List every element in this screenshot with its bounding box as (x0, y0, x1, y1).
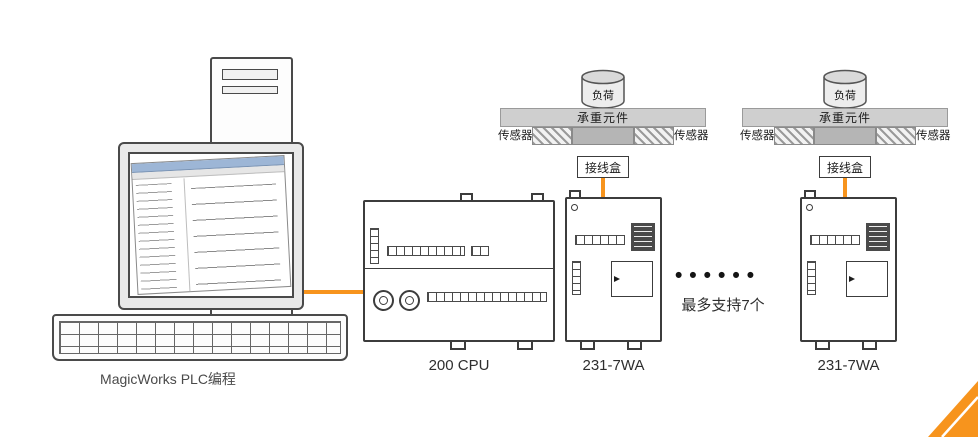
cpu-mount-tab-top (460, 193, 473, 202)
module-din-clip (862, 340, 877, 350)
module-terminal-strip (575, 235, 625, 245)
module-caption: 231-7WA (582, 357, 645, 374)
module-caption: 231-7WA (817, 357, 880, 374)
load-label: 负荷 (834, 88, 856, 102)
junction-to-module-cable (601, 178, 605, 200)
plc-software-window (130, 155, 292, 295)
cpu-200-module (363, 193, 555, 350)
sensor-hatch-left (532, 127, 572, 145)
module-din-clip (815, 340, 830, 350)
sensor-right-label: 传感器 (674, 130, 709, 142)
module-label-plate (866, 223, 890, 251)
sensor-right-label: 传感器 (916, 130, 951, 142)
window-body (132, 173, 291, 294)
module-din-clip (627, 340, 642, 350)
load-cell-block (572, 127, 634, 145)
load-cell-block (814, 127, 876, 145)
expansion-dots: •••••• (674, 264, 762, 287)
cpu-din-clip (517, 340, 533, 350)
module-mount-hole (571, 204, 578, 211)
sensor-left-label: 传感器 (498, 130, 533, 142)
keyboard-keys (59, 321, 341, 354)
bearing-label: 承重元件 (576, 111, 629, 125)
module-231-7wa (800, 190, 897, 350)
junction-box: 接线盒 (819, 156, 871, 178)
cpu-mount-tab-top (531, 193, 544, 202)
drive-bay (222, 69, 278, 80)
sensor-row: 传感器 传感器 (740, 127, 951, 145)
junction-to-module-cable (843, 178, 847, 200)
sensor-hatch-left (774, 127, 814, 145)
cpu-divider (365, 268, 553, 269)
cpu-terminal-strip-bottom (427, 292, 547, 302)
module-led-column (807, 261, 816, 295)
bearing-label: 承重元件 (818, 111, 871, 125)
corner-triangle-ornament (928, 381, 978, 437)
monitor (118, 142, 304, 310)
junction-box-label: 接线盒 (826, 160, 863, 175)
sensor-row: 传感器 传感器 (498, 127, 709, 145)
expansion-note: 最多支持7个 (681, 297, 765, 314)
load-cylinder-graphic: 负荷 (823, 69, 867, 109)
cpu-din-clip (450, 340, 466, 350)
load-cylinder-graphic: 负荷 (581, 69, 625, 109)
module-led-column (572, 261, 581, 295)
sensor-left-label: 传感器 (740, 130, 775, 142)
pc-to-cpu-cable (292, 290, 365, 294)
bearing-bar: 承重元件 (742, 108, 948, 127)
module-mount-hole (806, 204, 813, 211)
weigh-station: 负荷 承重元件 传感器 传感器 接线盒 (740, 68, 951, 184)
project-tree-panel (132, 178, 191, 294)
module-mount-tab-top (804, 190, 816, 199)
junction-box-label: 接线盒 (584, 160, 621, 175)
keyboard (52, 314, 348, 361)
load-cylinder: 负荷 (821, 68, 869, 115)
cpu-terminal-strip-top (387, 246, 465, 256)
module-mount-tab-top (569, 190, 581, 199)
cpu-caption: 200 CPU (428, 357, 490, 374)
cpu-port-connector (373, 290, 394, 311)
module-access-door (846, 261, 888, 297)
monitor-screen (128, 152, 294, 298)
sensor-hatch-right (634, 127, 674, 145)
cpu-terminal-strip-top-small (471, 246, 489, 256)
drive-bay (222, 86, 278, 94)
computer-caption: MagicWorks PLC编程 (100, 371, 236, 387)
sensor-hatch-right (876, 127, 916, 145)
load-label: 负荷 (592, 88, 614, 102)
module-label-plate (631, 223, 655, 251)
bearing-bar: 承重元件 (500, 108, 706, 127)
weigh-station: 负荷 承重元件 传感器 传感器 接线盒 (498, 68, 709, 184)
ladder-editor-panel (184, 173, 291, 292)
module-din-clip (580, 340, 595, 350)
cpu-port-connector (399, 290, 420, 311)
module-access-door (611, 261, 653, 297)
cpu-led-column (370, 228, 379, 264)
module-231-7wa (565, 190, 662, 350)
module-terminal-strip (810, 235, 860, 245)
junction-box: 接线盒 (577, 156, 629, 178)
